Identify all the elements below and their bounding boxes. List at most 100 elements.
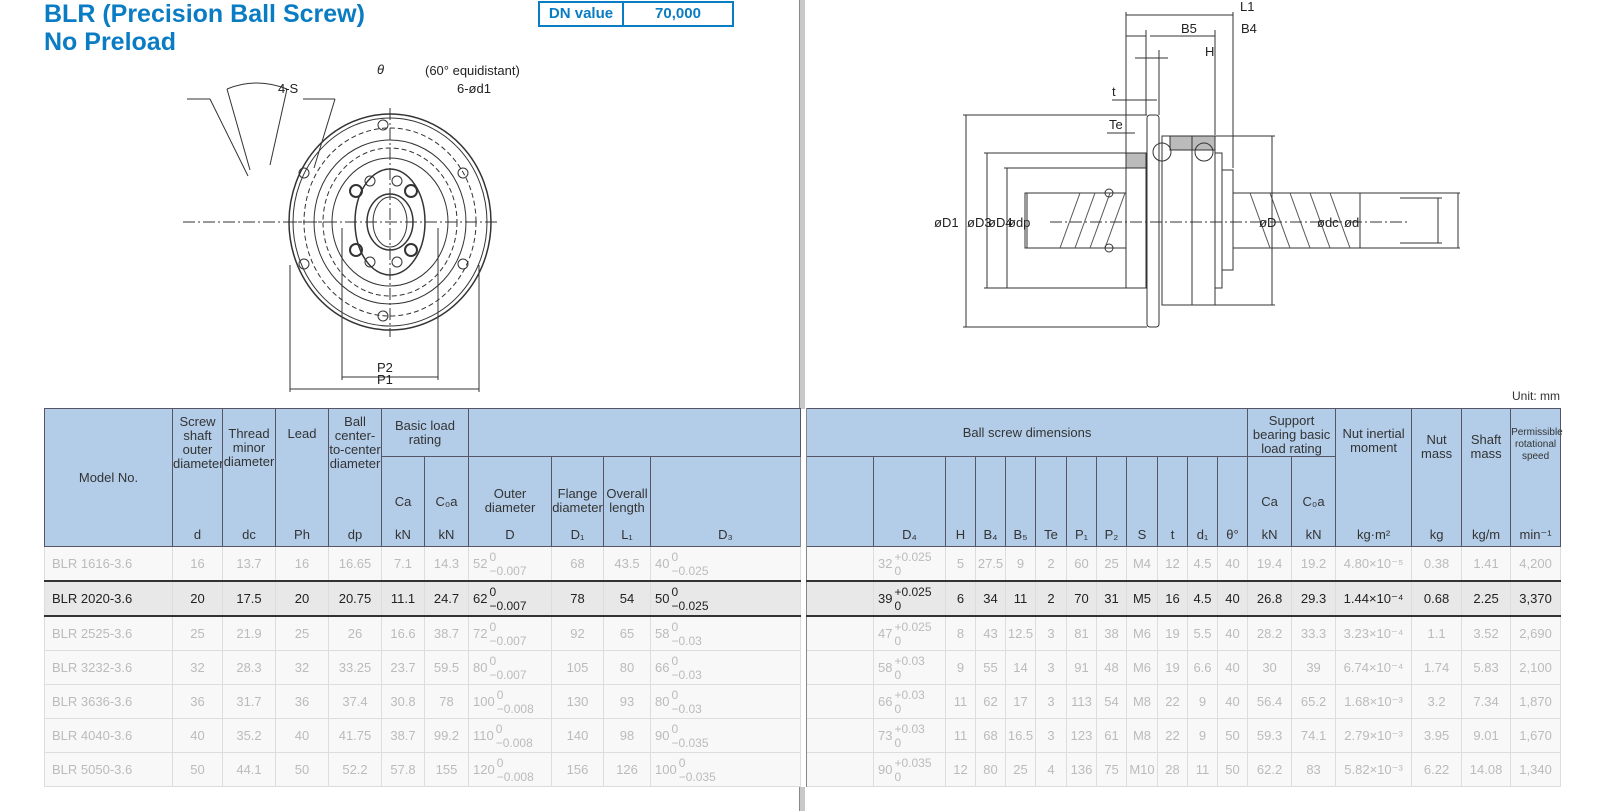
cell-sca: 28.2 [1247,615,1293,651]
header-d4: D₄ [873,456,946,547]
tolerance-upper: 0 [671,721,679,736]
tolerance-nominal: 90 [655,728,670,743]
cell-Te: 3 [1035,615,1067,651]
cell-theta: 40 [1216,615,1249,651]
dn-label: DN value [540,3,624,25]
cell-H: 8 [945,615,976,651]
cell-L1: 126 [603,752,651,787]
cell-ph: 40 [275,718,329,753]
cell-d1: 9 [1187,684,1218,719]
cell-H: 12 [945,752,976,787]
tolerance-lower: −0.035 [671,735,709,750]
tolerance-nominal: 66 [878,694,893,709]
cell-ca: 23.7 [381,650,425,685]
tolerance-lower: −0.03 [671,667,702,682]
cell-nut-mass: 3.2 [1411,684,1463,719]
cell-D1: 92 [551,615,604,651]
cell-D1: 156 [551,752,604,787]
tolerance-upper: +0.035 [894,755,932,770]
t-label: t [1112,84,1116,99]
te-label: Te [1109,117,1123,132]
cell-Te: 4 [1035,752,1067,787]
page-divider [799,0,805,811]
cell-sca: 26.8 [1247,580,1293,617]
cell-B5: 16.5 [1005,718,1036,753]
p2-label: P2 [377,360,393,375]
cell-Te: 2 [1035,580,1067,617]
cell-c0a: 78 [424,684,469,719]
tolerance-nominal: 52 [473,556,488,571]
tolerance-nominal: 47 [878,626,893,641]
cell-P2: 25 [1096,546,1127,582]
header-ball-screw-dims: Ball screw dimensions [805,408,1249,457]
cell-P1: 113 [1066,684,1097,719]
cell-B4: 62 [975,684,1006,719]
tolerance-lower: 0 [894,633,902,648]
tolerance-nominal: 80 [655,694,670,709]
cell-sca: 19.4 [1247,546,1293,582]
tolerance-lower: −0.008 [495,735,533,750]
cell-B5: 12.5 [1005,615,1036,651]
cell-model: BLR 4040-3.6 [44,718,173,753]
cell-dp: 37.4 [328,684,382,719]
side-view-drawing: L1 B5 B4 H t Te øD1 øD3 øD4 ødp øD ødc ø… [934,0,1460,328]
cell-speed: 1,340 [1510,752,1562,787]
unit-label: Unit: mm [1512,389,1560,403]
cell-sca: 56.4 [1247,684,1293,719]
tolerance-lower: −0.025 [671,598,709,613]
cell-L1: 54 [603,580,651,617]
cell-B5: 9 [1005,546,1036,582]
dn-value-box: DN value 70,000 [538,1,734,27]
cell-P1: 60 [1066,546,1097,582]
tolerance-nominal: 40 [655,556,670,571]
cell-Te: 3 [1035,684,1067,719]
cell-ca: 30.8 [381,684,425,719]
header-s: S [1126,456,1158,547]
cell-B4: 43 [975,615,1006,651]
cell-d: 50 [172,752,223,787]
tolerance-nominal: 66 [655,660,670,675]
dn-value: 70,000 [655,5,701,22]
cell-Te: 3 [1035,650,1067,685]
cell-H: 11 [945,684,976,719]
header-b5: B₅ [1005,456,1036,547]
cell-S: M8 [1126,684,1158,719]
cell-t: 16 [1157,580,1188,617]
cell-P2: 75 [1096,752,1127,787]
tolerance-upper: 0 [671,549,679,564]
tolerance-lower: 0 [894,667,902,682]
tolerance-upper: +0.03 [894,687,925,702]
cell-B4: 68 [975,718,1006,753]
cell-ph: 16 [275,546,329,582]
cell-model: BLR 5050-3.6 [44,752,173,787]
cell-t: 22 [1157,684,1188,719]
cell-L1: 65 [603,615,651,651]
cell-dc: 21.9 [222,615,276,651]
cell-model: BLR 2020-3.6 [44,580,173,617]
cell-B5: 25 [1005,752,1036,787]
header-te: Te [1035,456,1067,547]
cell-speed: 2,690 [1510,615,1562,651]
